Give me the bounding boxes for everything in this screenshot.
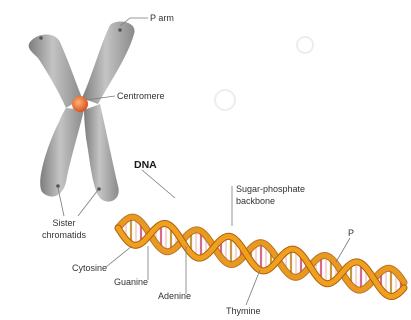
- label-sugar-phosphate-2: backbone: [236, 196, 275, 206]
- label-guanine: Guanine: [114, 277, 148, 287]
- chromatid-upper-left: [29, 35, 82, 109]
- leader-dna: [142, 170, 175, 198]
- label-p-arm: P arm: [150, 13, 174, 23]
- chromatid-dot: [56, 184, 60, 188]
- leader-cytosine: [106, 246, 132, 267]
- label-adenine: Adenine: [158, 291, 191, 301]
- label-sister-2: chromatids: [42, 230, 87, 240]
- label-dna: DNA: [134, 159, 157, 171]
- leader-p-small: [336, 238, 350, 262]
- centromere: [72, 96, 88, 112]
- chromatid-lower-right: [84, 104, 119, 202]
- chromatid-lower-left: [40, 108, 84, 197]
- watermark: [215, 37, 313, 110]
- label-p-small: P: [348, 228, 354, 238]
- dna-double-helix: [118, 217, 404, 296]
- label-sugar-phosphate-1: Sugar-phosphate: [236, 184, 305, 194]
- chromatid-dot: [39, 36, 43, 40]
- label-cytosine: Cytosine: [72, 263, 107, 273]
- label-thymine: Thymine: [226, 306, 261, 316]
- label-centromere: Centromere: [117, 91, 165, 101]
- leader-sister-right: [78, 190, 98, 216]
- chromatid-dot: [118, 28, 122, 32]
- leader-thymine: [246, 270, 260, 305]
- label-sister-1: Sister: [52, 218, 75, 228]
- chromosome: [29, 22, 135, 202]
